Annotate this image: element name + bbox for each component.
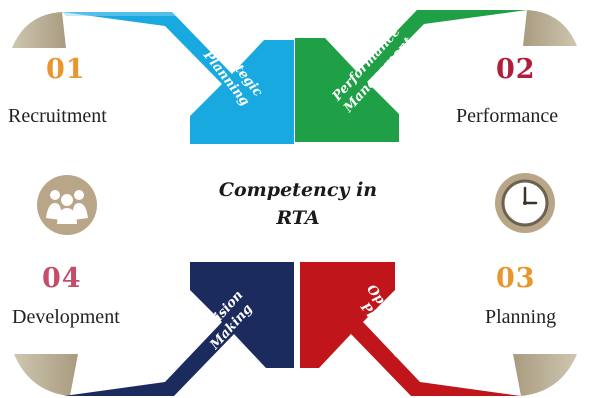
center-title: Competency in RTA (178, 176, 418, 232)
label-recruitment: Recruitment (8, 105, 107, 127)
center-title-line1: Competency in (218, 179, 378, 201)
number-04: 04 (42, 263, 82, 294)
tan-curl-bottom-left (14, 354, 78, 396)
number-01: 01 (46, 54, 86, 85)
label-planning: Planning (485, 306, 557, 328)
tan-curl-top-left (12, 12, 66, 48)
arrow-performance-management (295, 10, 527, 142)
arrow-operational-planning (300, 262, 521, 396)
tan-curl-bottom-right (513, 354, 577, 396)
center-title-line2: RTA (276, 207, 320, 229)
label-development: Development (12, 306, 120, 328)
number-02: 02 (496, 54, 536, 85)
clock-icon (495, 173, 555, 233)
people-group-icon (37, 175, 97, 235)
arrow-strategic-planning (62, 12, 294, 144)
tan-curl-top-right (523, 10, 577, 46)
arrow-decision-making (64, 262, 294, 396)
number-03: 03 (496, 263, 536, 294)
label-performance: Performance (456, 105, 559, 127)
